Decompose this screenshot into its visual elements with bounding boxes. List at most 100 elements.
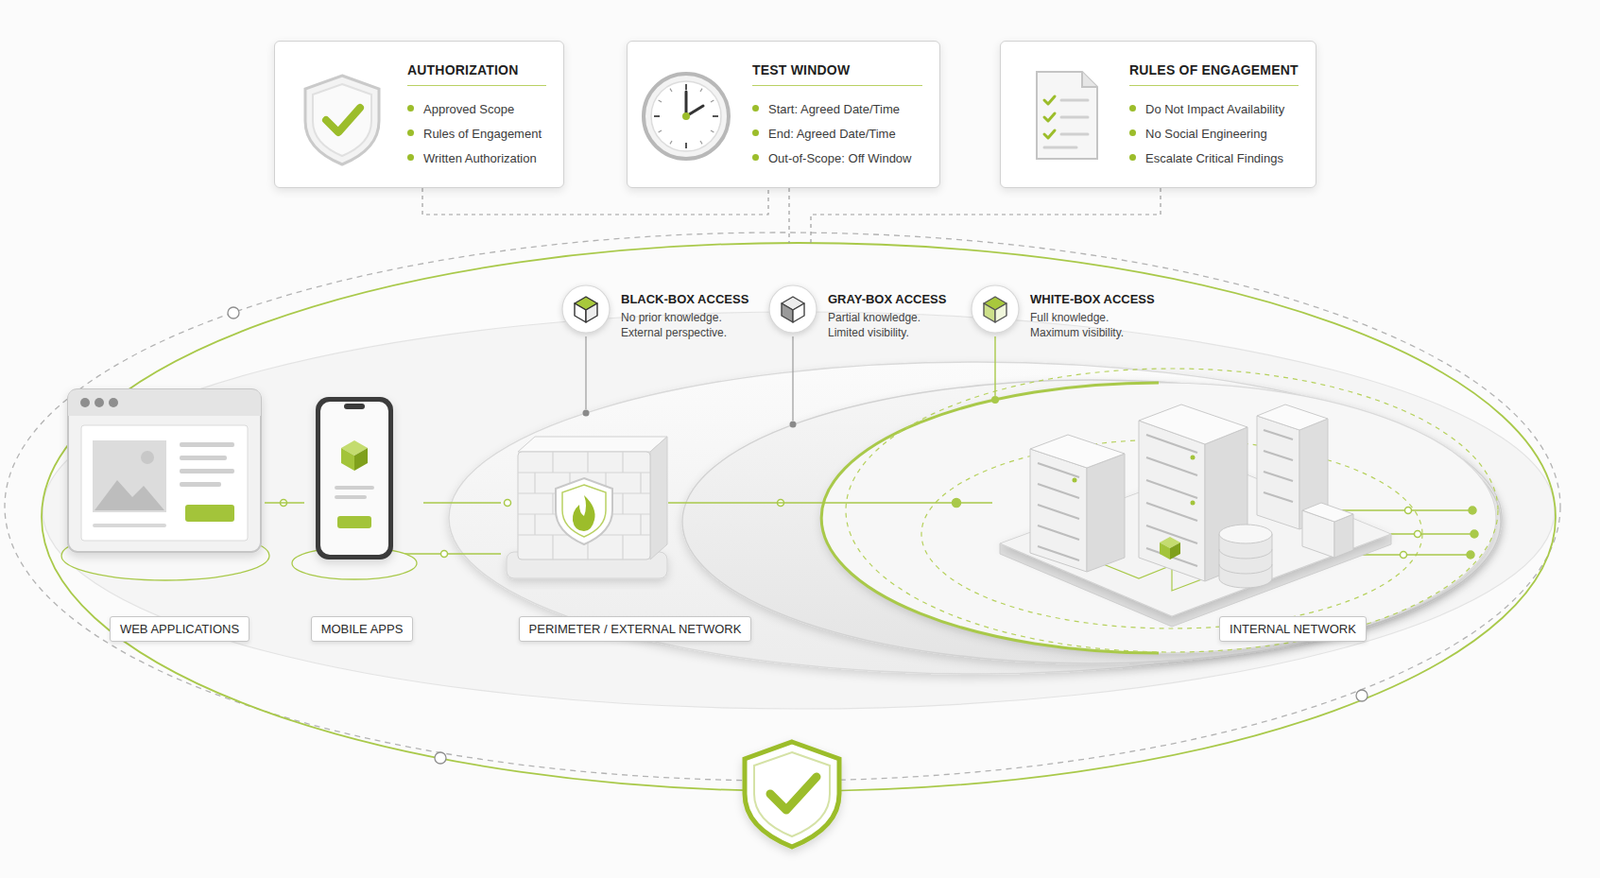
server-illustration	[1146, 434, 1198, 567]
server-illustration	[1072, 478, 1078, 483]
wire-dots	[1414, 531, 1422, 538]
shield-icon	[312, 84, 372, 156]
access-cube-icon	[995, 303, 1007, 323]
mobile-illustration	[341, 447, 355, 471]
network-zone: MOBILE APPS	[304, 392, 424, 643]
server-illustration	[1263, 471, 1293, 482]
scope-shield	[770, 776, 817, 810]
web-app-illustration	[68, 389, 261, 552]
server-illustration	[1263, 430, 1293, 502]
firewall-illustration	[517, 451, 651, 560]
bullet-text: Rules of Engagement	[423, 126, 542, 141]
server-illustration	[1030, 448, 1087, 572]
callout-heading: WHITE-BOX ACCESS	[1030, 291, 1155, 309]
access-cube-icon	[574, 296, 598, 323]
card-heading: AUTHORIZATION	[407, 60, 547, 87]
bullet-dot	[407, 104, 414, 112]
mobile-illustration	[315, 396, 394, 560]
access-cube-icon	[781, 296, 805, 323]
wire-dots	[1405, 507, 1412, 515]
scope-rings	[4, 232, 1561, 792]
web-app-illustration	[108, 397, 119, 408]
firewall-illustration	[551, 451, 553, 473]
bullet-text: Escalate Critical Findings	[1145, 151, 1284, 166]
network-wires	[1351, 553, 1471, 556]
access-cube-icon	[769, 285, 817, 333]
access-callout: GRAY-BOX ACCESSPartial knowledge. Limite…	[767, 283, 966, 345]
firewall-illustration	[639, 472, 641, 494]
web-app-illustration	[179, 455, 227, 461]
web-app-illustration	[185, 504, 235, 522]
clock-icon	[685, 84, 688, 90]
callout-text: BLACK-BOX ACCESSNo prior knowledge. Exte…	[620, 291, 749, 341]
bullet-row: Approved Scope	[407, 96, 547, 121]
bullet-text: No Social Engineering	[1145, 126, 1268, 141]
clock-icon	[670, 88, 672, 92]
bullet-text: End: Agreed Date/Time	[768, 126, 896, 141]
server-illustration	[1037, 525, 1080, 540]
firewall-illustration	[551, 493, 553, 515]
firewall-illustration	[562, 484, 606, 537]
web-app-illustration	[80, 397, 90, 408]
web-app-illustration	[94, 480, 165, 511]
bullet-row: Escalate Critical Findings	[1129, 145, 1299, 171]
access-cube-icon	[574, 303, 586, 323]
scope-shield	[744, 741, 840, 847]
server-illustration	[1190, 500, 1196, 506]
web-app-illustration	[68, 389, 261, 416]
scope-rings	[227, 307, 240, 319]
server-illustration	[1146, 502, 1198, 521]
bullet-row: Do Not Impact Availability	[1129, 96, 1299, 121]
server-illustration	[1263, 450, 1293, 461]
callout-body: Full knowledge. Maximum visibility.	[1030, 309, 1155, 341]
bullet-text: Do Not Impact Availability	[1145, 102, 1285, 117]
mobile-illustration	[354, 447, 368, 471]
access-discs	[448, 361, 1502, 674]
bullet-text: Approved Scope	[423, 102, 515, 117]
document-icon	[1044, 96, 1055, 104]
scope-rings	[1356, 689, 1368, 702]
web-app-illustration	[179, 442, 235, 448]
clock-icon	[682, 112, 690, 121]
access-cube-icon	[983, 303, 996, 323]
server-illustration	[1219, 564, 1273, 574]
web-app-illustration	[92, 440, 167, 513]
web-app-illustration	[179, 468, 235, 474]
firewall-illustration	[551, 534, 553, 560]
scope-rings	[4, 232, 1561, 781]
bullet-row: Rules of Engagement	[407, 120, 547, 146]
firewall-illustration	[517, 436, 668, 452]
document-icon	[1044, 100, 1088, 148]
card-heading: TEST WINDOW	[752, 60, 923, 87]
bullet-text: Start: Agreed Date/Time	[768, 102, 900, 117]
access-cube-icon	[983, 296, 1007, 323]
firewall-illustration	[639, 514, 641, 535]
server-illustration	[1219, 524, 1273, 544]
firewall-illustration	[586, 451, 588, 473]
firewall-illustration	[650, 436, 668, 560]
firewall-illustration	[555, 478, 613, 545]
wire-dots	[1400, 551, 1408, 559]
shield-icon	[305, 75, 379, 165]
network-zone: PERIMETER / EXTERNAL NETWORK	[500, 430, 757, 643]
bullet-dot	[752, 154, 759, 161]
wire-dots	[1466, 550, 1475, 559]
scope-rings	[42, 311, 1555, 709]
callout-heading: GRAY-BOX ACCESS	[827, 291, 953, 309]
document-icon	[1061, 133, 1088, 137]
firewall-illustration	[517, 451, 651, 560]
server-illustration	[1190, 455, 1196, 461]
server-illustration	[999, 404, 1392, 627]
server-illustration	[1146, 457, 1198, 476]
server-illustration	[1086, 453, 1125, 572]
access-cube-icon	[562, 285, 610, 333]
server-illustration	[1263, 492, 1293, 502]
network-link	[756, 501, 993, 504]
mobile-illustration	[320, 401, 389, 555]
zone-label: MOBILE APPS	[310, 616, 414, 642]
access-discs	[448, 361, 1502, 674]
leader-lines	[991, 395, 999, 404]
server-illustration	[1256, 404, 1328, 431]
document-icon	[1000, 41, 1130, 190]
